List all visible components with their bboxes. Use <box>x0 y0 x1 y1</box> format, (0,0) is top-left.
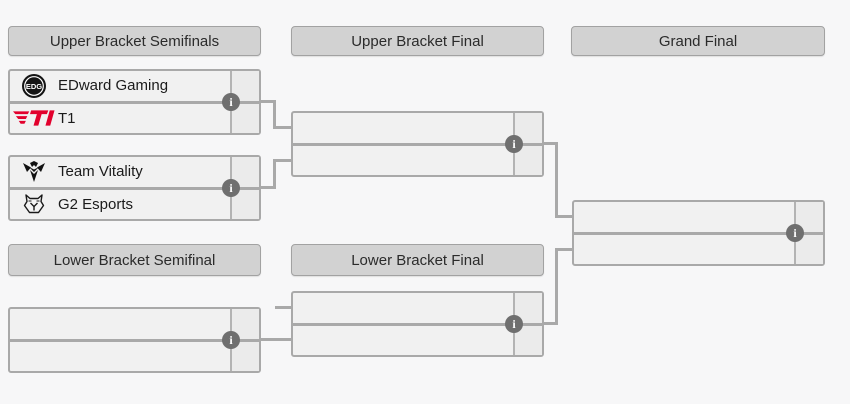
team-name: Team Vitality <box>58 163 143 181</box>
team-link-edward-gaming[interactable]: EDG EDward Gaming <box>10 73 259 99</box>
team-slot-top <box>293 113 542 143</box>
round-header-label: Lower Bracket Semifinal <box>53 251 216 269</box>
connector-ubf-loser-stub <box>275 306 292 309</box>
row-separator <box>10 186 259 190</box>
connector-lbf-rise <box>555 248 558 325</box>
info-icon[interactable]: i <box>222 331 240 349</box>
connector-ubsf1-out <box>259 100 276 103</box>
row-separator <box>293 142 542 146</box>
round-header-lower-bracket-semifinal: Lower Bracket Semifinal <box>8 244 261 276</box>
connector-lbf-out <box>542 322 558 325</box>
team-slot-top <box>574 202 823 232</box>
team-name: G2 Esports <box>58 195 134 213</box>
team-link-t1[interactable]: T1 <box>10 108 259 128</box>
match-upper-semifinal-1: EDG EDward Gaming <box>8 69 261 135</box>
team-slot-bottom <box>10 342 259 372</box>
row-separator <box>10 100 259 104</box>
match-grand-final: i <box>572 200 825 266</box>
t1-logo <box>10 108 58 128</box>
team-slot-bottom <box>574 235 823 265</box>
connector-ubf-in <box>555 215 573 218</box>
team-slot-bottom <box>293 326 542 356</box>
team-link-team-vitality[interactable]: Team Vitality <box>10 160 259 184</box>
connector-ubsf2-out <box>259 186 276 189</box>
team-slot-top: EDG EDward Gaming <box>10 71 259 101</box>
team-name: EDward Gaming <box>58 77 169 95</box>
connector-ubsf2-in <box>273 159 292 162</box>
connector-ubsf2-rise <box>273 159 276 189</box>
match-upper-semifinal-2: Team Vitality G2 Esports <box>8 155 261 221</box>
match-lower-final: i <box>291 291 544 357</box>
team-slot-bottom: G2 Esports <box>10 190 259 220</box>
info-icon[interactable]: i <box>505 135 523 153</box>
info-icon[interactable]: i <box>786 224 804 242</box>
round-header-label: Grand Final <box>658 32 738 50</box>
team-link-g2-esports[interactable]: G2 Esports <box>10 192 259 216</box>
round-header-upper-bracket-semifinals: Upper Bracket Semifinals <box>8 26 261 56</box>
connector-ubsf1-in <box>273 126 292 129</box>
connector-ubf-out <box>542 142 558 145</box>
info-icon[interactable]: i <box>222 179 240 197</box>
team-slot-bottom <box>293 146 542 176</box>
connector-ubsf1-drop <box>273 100 276 129</box>
match-lower-semifinal: i <box>8 307 261 373</box>
g2-logo <box>10 192 58 216</box>
match-upper-final: i <box>291 111 544 177</box>
connector-ubf-drop <box>555 142 558 218</box>
team-name: T1 <box>58 109 76 127</box>
row-separator <box>10 338 259 342</box>
round-header-lower-bracket-final: Lower Bracket Final <box>291 244 544 276</box>
round-header-label: Lower Bracket Final <box>351 251 484 269</box>
svg-text:EDG: EDG <box>26 82 42 91</box>
team-slot-top <box>10 309 259 339</box>
round-header-label: Upper Bracket Final <box>351 32 484 50</box>
info-icon[interactable]: i <box>505 315 523 333</box>
info-icon[interactable]: i <box>222 93 240 111</box>
round-header-upper-bracket-final: Upper Bracket Final <box>291 26 544 56</box>
connector-lbsf-to-lbf <box>259 338 293 341</box>
row-separator <box>293 322 542 326</box>
team-slot-top <box>293 293 542 323</box>
edg-logo: EDG <box>10 73 58 99</box>
vitality-logo <box>10 160 58 184</box>
connector-lbf-in <box>555 248 573 251</box>
row-separator <box>574 231 823 235</box>
round-header-label: Upper Bracket Semifinals <box>49 32 220 50</box>
team-slot-bottom: T1 <box>10 104 259 134</box>
team-slot-top: Team Vitality <box>10 157 259 187</box>
round-header-grand-final: Grand Final <box>571 26 825 56</box>
